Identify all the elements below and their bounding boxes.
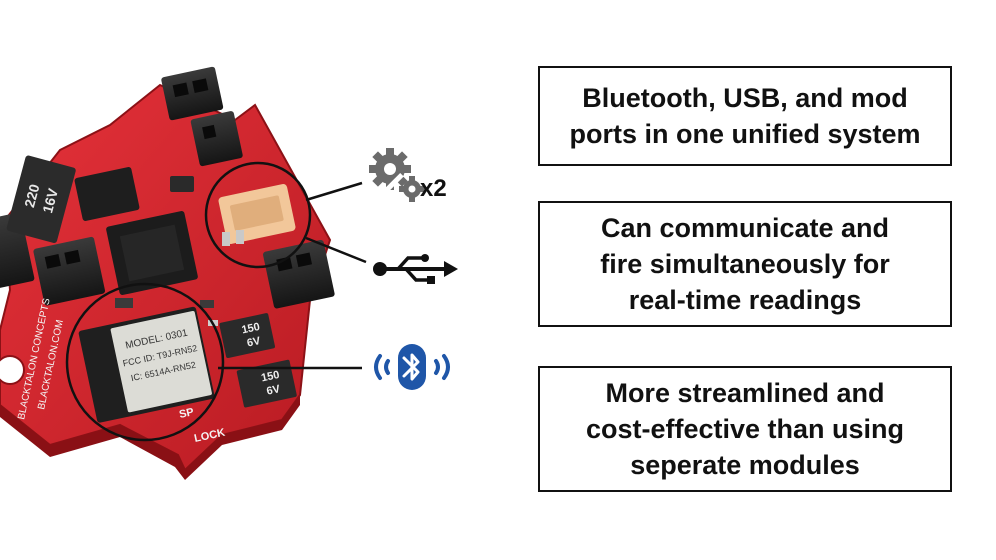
capacitor-220: 220 16V: [6, 155, 76, 244]
board-photo: 220 16V MODEL: 0301 FCC ID: T9J-RN52 IC:…: [0, 66, 367, 480]
capacitor-150-b: 150 6V: [236, 359, 297, 408]
gears-icon: [369, 148, 425, 202]
main-ic: [106, 211, 198, 295]
cap-small-voltage-b: 6V: [265, 383, 281, 398]
header-top-1: [161, 66, 224, 121]
callout-line-usb: [305, 236, 367, 264]
capacitor-150-a: 150 6V: [219, 313, 275, 358]
silk-sp: SP: [178, 406, 195, 421]
mounting-hole: [0, 355, 25, 385]
callout-circle-bluetooth: [65, 282, 225, 442]
bluetooth-icon: [374, 344, 450, 390]
small-ic: [74, 167, 140, 221]
feature-text-streamlined: More streamlined and cost-effective than…: [585, 378, 905, 480]
feature-box-streamlined: More streamlined and cost-effective than…: [538, 366, 952, 492]
header-top-2: [190, 111, 243, 167]
bluetooth-module: MODEL: 0301 FCC ID: T9J-RN52 IC: 6514A-R…: [78, 306, 215, 423]
callout-circle-connector: [204, 161, 312, 269]
header-left: [33, 236, 106, 306]
cap-small-voltage-a: 6V: [246, 335, 262, 350]
cap-top-value: 220: [21, 182, 43, 209]
feature-box-unified: Bluetooth, USB, and mod ports in one uni…: [538, 66, 952, 166]
cap-top-voltage: 16V: [39, 186, 61, 215]
cap-small-value-a: 150: [241, 321, 261, 337]
mod-port-count: x2: [420, 175, 447, 202]
mod-port-connector: [218, 183, 296, 246]
cap-small-value-b: 150: [260, 369, 280, 385]
usb-icon: [373, 254, 458, 284]
feature-box-simultaneous: Can communicate and fire simultaneously …: [538, 201, 952, 327]
feature-text-simultaneous: Can communicate and fire simultaneously …: [600, 213, 890, 315]
callout-line-mod: [305, 181, 363, 202]
feature-text-unified: Bluetooth, USB, and mod ports in one uni…: [569, 83, 921, 149]
header-right: [263, 239, 335, 309]
